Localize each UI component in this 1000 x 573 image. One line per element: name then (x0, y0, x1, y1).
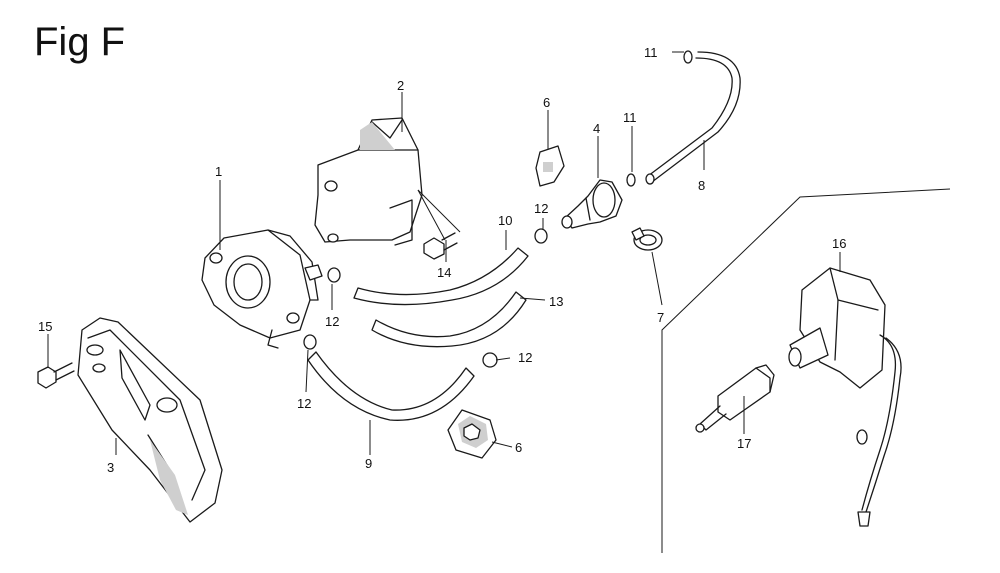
figure-title: Fig F (34, 20, 126, 64)
part-plug-17 (695, 364, 775, 433)
callout-4: 4 (593, 121, 600, 136)
part-ignition-coil-16 (788, 267, 902, 527)
part-body-1 (201, 229, 323, 349)
callout-17: 17 (737, 436, 751, 451)
callout-16: 16 (832, 236, 846, 251)
subassembly-divider (661, 188, 951, 553)
part-oring-11-mid (626, 173, 636, 187)
part-clamp-7 (631, 227, 663, 251)
part-clip-12-b (534, 228, 548, 244)
part-hose-10 (353, 247, 529, 306)
callout-12-d: 12 (518, 350, 532, 365)
part-clip-12-c (303, 334, 317, 350)
callout-10: 10 (498, 213, 512, 228)
callout-12-a: 12 (325, 314, 339, 329)
part-bolt-14 (423, 232, 458, 260)
callout-6-top: 6 (543, 95, 550, 110)
callout-2: 2 (397, 78, 404, 93)
part-hose-9 (307, 351, 475, 421)
callout-15: 15 (38, 319, 52, 334)
part-bracket-plate (77, 317, 223, 523)
part-grommet-6-bottom (447, 409, 497, 459)
leader-lines (47, 51, 841, 455)
callout-14: 14 (437, 265, 451, 280)
callouts: 1 2 3 4 15 6 6 7 8 9 10 11 11 12 12 12 1… (38, 45, 846, 475)
callout-6-bottom: 6 (515, 440, 522, 455)
callout-8: 8 (698, 178, 705, 193)
callout-12-c: 12 (297, 396, 311, 411)
callout-11-mid: 11 (623, 110, 637, 125)
part-clip-12-a (327, 267, 341, 283)
callout-12-b: 12 (534, 201, 548, 216)
part-clip-6-top (535, 145, 565, 187)
callout-11-top: 11 (644, 45, 658, 60)
part-oring-11-top (683, 50, 693, 64)
part-cover-2 (314, 117, 423, 246)
part-clip-12-d (482, 352, 498, 368)
part-hose-13 (371, 291, 527, 348)
part-valve-4 (561, 179, 623, 229)
callout-3: 3 (107, 460, 114, 475)
part-hose-8 (645, 51, 741, 185)
callout-13: 13 (549, 294, 563, 309)
callout-1: 1 (215, 164, 222, 179)
callout-9: 9 (365, 456, 372, 471)
callout-7: 7 (657, 310, 664, 325)
part-bolt-15 (37, 362, 75, 389)
